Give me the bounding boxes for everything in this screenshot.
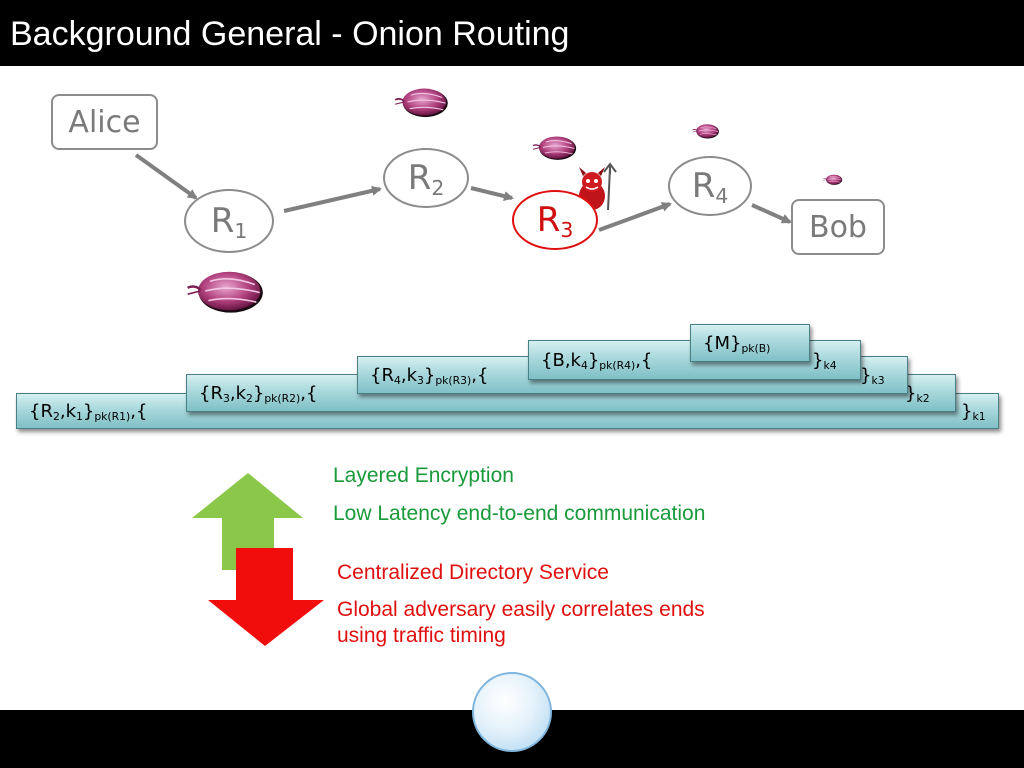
r3-label: R3 <box>536 200 574 242</box>
relay-r2: R2 <box>383 148 469 208</box>
onion-icon-smaller <box>692 123 720 140</box>
bob-label: Bob <box>809 209 867 245</box>
arrow-r2-r3 <box>470 186 514 201</box>
con-global-adversary: Global adversary easily correlates ends … <box>337 597 705 649</box>
pro-low-latency: Low Latency end-to-end communication <box>333 502 706 525</box>
title-bar: Background General - Onion Routing <box>0 0 1024 66</box>
down-arrow-red <box>208 548 324 646</box>
bob-node: Bob <box>791 199 885 255</box>
r1-label: R1 <box>210 201 248 243</box>
relay-r4: R4 <box>668 156 752 216</box>
alice-node: Alice <box>51 94 158 150</box>
con-global-adversary-line1: Global adversary easily correlates ends <box>337 598 705 621</box>
onion-icon-large <box>186 270 265 314</box>
r2-label: R2 <box>407 158 445 200</box>
arrow-r4-bob <box>751 203 792 224</box>
layer-r4-close: }k4 <box>812 349 837 372</box>
layer-r3-close: }k3 <box>860 364 885 387</box>
message-text: {M}pk(B) <box>703 332 771 355</box>
arrow-r3-r4 <box>598 202 672 232</box>
relay-r1: R1 <box>184 189 274 253</box>
onion-icon-tiny <box>823 174 843 186</box>
r4-label: R4 <box>691 166 729 208</box>
slide-title: Background General - Onion Routing <box>10 15 570 53</box>
arrow-alice-r1 <box>134 153 198 200</box>
arrow-r1-r2 <box>283 185 382 213</box>
onion-icon-medium <box>394 87 449 119</box>
con-centralized-directory: Centralized Directory Service <box>337 561 609 584</box>
up-arrow-green <box>192 473 303 570</box>
pro-layered-encryption: Layered Encryption <box>333 464 514 487</box>
con-global-adversary-line2: using traffic timing <box>337 624 506 647</box>
alice-label: Alice <box>68 104 141 140</box>
bubble-ornament <box>472 672 552 752</box>
onion-icon-small <box>532 135 577 161</box>
layer-r2-close: }k2 <box>905 382 930 405</box>
layer-r1-close: }k1 <box>961 400 986 423</box>
layer-message: {M}pk(B) <box>690 324 810 362</box>
route-arrows <box>134 153 792 232</box>
relay-r3-compromised: R3 <box>512 190 598 250</box>
